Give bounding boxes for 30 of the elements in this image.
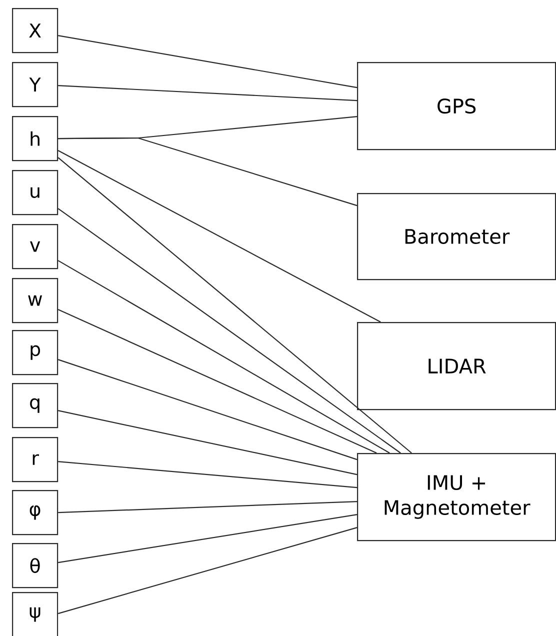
sensor-box: GPS: [357, 62, 556, 150]
variable-box: ψ: [12, 592, 58, 636]
sensor-box: IMU + Magnetometer: [357, 453, 556, 542]
variable-box: u: [12, 170, 58, 216]
variable-box: φ: [12, 490, 58, 536]
variable-box: Y: [12, 62, 58, 108]
connector-line: [58, 501, 358, 514]
connector-line: [58, 359, 358, 460]
variable-box: r: [12, 437, 58, 482]
variable-box: h: [12, 116, 58, 162]
connector-line: [58, 85, 358, 102]
sensor-box: Barometer: [357, 193, 556, 280]
variable-box: w: [12, 278, 58, 324]
variable-box: X: [12, 8, 58, 54]
connector-line: [58, 514, 358, 564]
sensor-box: LIDAR: [357, 322, 556, 410]
variable-box: p: [12, 330, 58, 376]
connector-line: [58, 35, 358, 88]
variable-box: θ: [12, 543, 58, 588]
connector-line: [58, 527, 358, 614]
variable-box: q: [12, 383, 58, 428]
connector-line: [58, 461, 358, 488]
variable-box: v: [12, 224, 58, 270]
connector-line: [58, 208, 401, 454]
connector-line: [58, 260, 390, 454]
connector-line: [58, 150, 381, 322]
connector-line: [58, 157, 412, 454]
connector-line: [58, 410, 358, 476]
connector-line: [58, 137, 358, 206]
connector-line: [58, 309, 377, 454]
